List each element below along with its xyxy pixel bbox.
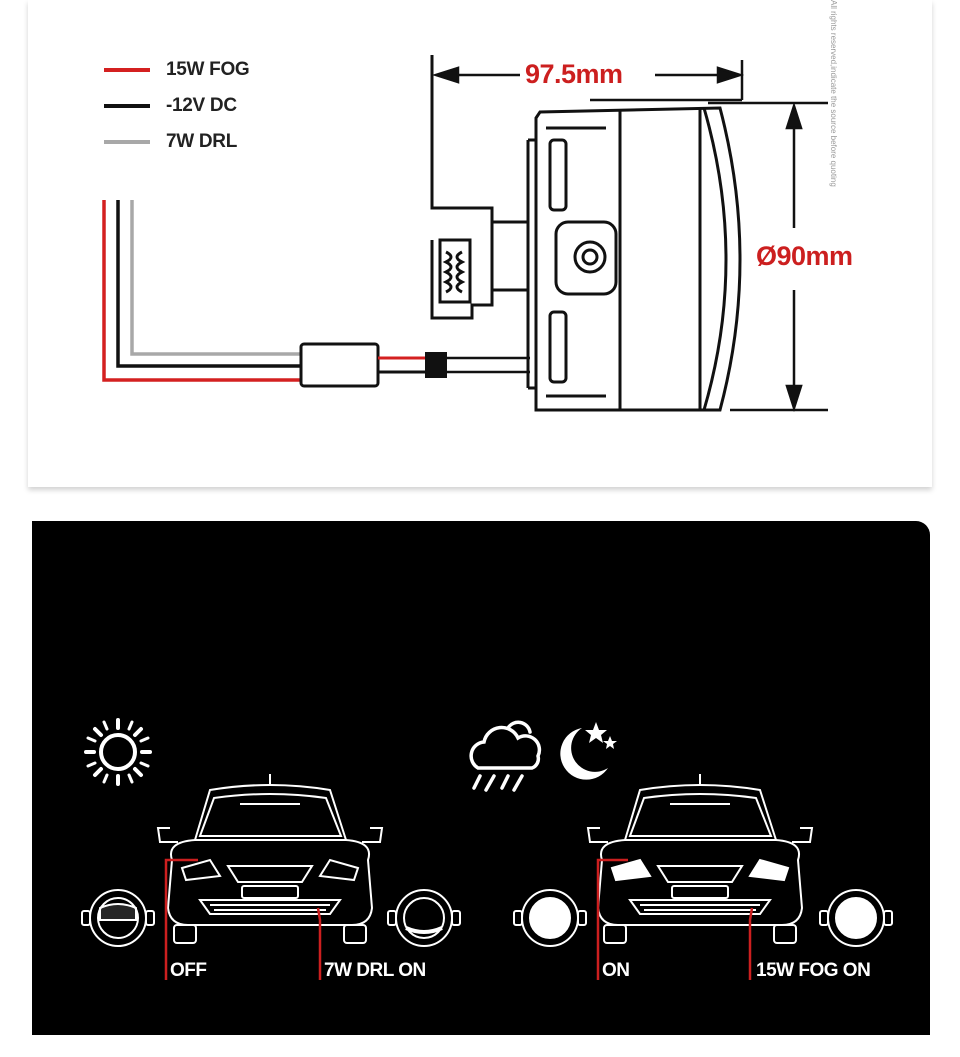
- connector-plug: [425, 352, 447, 378]
- moon-stars-icon: [560, 722, 617, 780]
- lamp-right-fog: [819, 889, 893, 947]
- legend-label-fog: 15W FOG: [166, 59, 250, 80]
- state-label-drl-on: 7W DRL ON: [324, 960, 426, 981]
- control-box: [299, 342, 380, 388]
- wire-bundle: [102, 200, 300, 382]
- legend-label-dc: -12V DC: [166, 95, 237, 116]
- diameter-dimension-label: Ø90mm: [756, 241, 853, 271]
- state-label-on: ON: [602, 960, 630, 981]
- dimension-diameter: [708, 101, 828, 413]
- legend-label-drl: 7W DRL: [166, 131, 238, 152]
- car-front-day: [156, 774, 384, 944]
- pointer-lines: [164, 858, 754, 980]
- state-label-fog-on: 15W FOG ON: [756, 960, 871, 981]
- car-front-night: [586, 774, 814, 944]
- dimension-depth: [431, 60, 745, 102]
- state-label-off: OFF: [170, 960, 207, 981]
- lamp-right-drl: [387, 889, 461, 947]
- fog-lamp-side-view: [430, 55, 742, 412]
- lamp-left-on: [513, 889, 587, 947]
- cloud-rain-icon: [469, 720, 542, 792]
- lamp-left-off: [81, 889, 155, 947]
- watermark-text: All rights reserved,indicate the source …: [829, 0, 838, 187]
- depth-dimension-label: 97.5mm: [525, 59, 623, 89]
- sun-icon: [84, 718, 152, 786]
- wiring-diagram-panel: [28, 0, 932, 487]
